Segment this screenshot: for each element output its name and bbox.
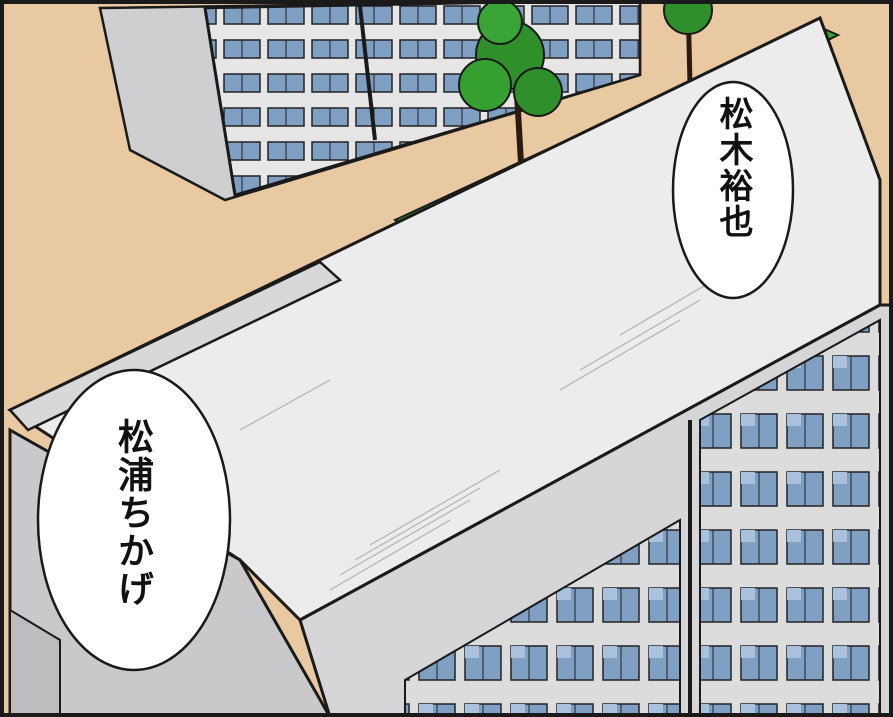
speech-bubble-right-text: 松木裕也: [713, 96, 753, 240]
speech-bubble-left-text: 松浦ちかげ: [112, 418, 153, 608]
speech-bubble-right: [671, 80, 795, 300]
tree-left: [458, 0, 563, 181]
near-building: [6, 15, 893, 717]
speech-bubble-left: [36, 368, 232, 672]
tree-right: [663, 0, 713, 86]
